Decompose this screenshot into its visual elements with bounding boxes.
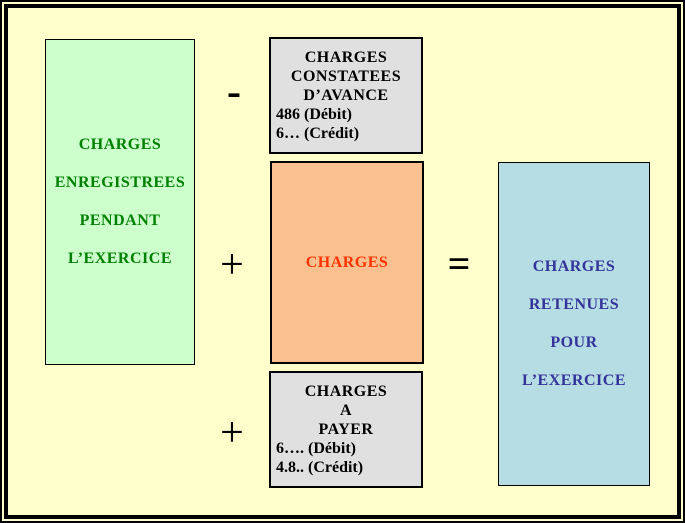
charges-a-payer-box: CHARGES A PAYER 6…. (Débit) 4.8.. (Crédi… [269,371,423,488]
plus-operator-top: + [220,242,244,288]
account-credit-line: 4.8.. (Crédit) [276,459,364,476]
box-line: RETENUES [528,296,620,313]
box-title-line: D’AVANCE [303,87,389,104]
box-title-line: PAYER [318,421,374,438]
account-debit-line: 6…. (Débit) [276,440,356,457]
box-line: POUR [550,334,598,351]
box-label: CHARGES [305,253,389,271]
box-title-line: CONSTATEES [290,68,402,85]
box-line: ENREGISTREES [54,174,186,191]
box-title-line: A [339,402,353,419]
plus-operator-bottom: + [220,410,244,456]
diagram-stage: CHARGES ENREGISTREES PENDANT L’EXERCICE … [12,12,673,511]
charges-constatees-davance-box: CHARGES CONSTATEES D’AVANCE 486 (Débit) … [269,37,423,154]
box-line: PENDANT [79,212,161,229]
equals-operator: = [447,241,471,286]
account-debit-line: 486 (Débit) [276,106,352,123]
minus-operator: - [227,69,241,115]
charges-box: CHARGES [270,161,424,364]
box-line: L’EXERCICE [522,372,626,389]
account-credit-line: 6… (Crédit) [276,125,360,142]
box-title-line: CHARGES [304,383,388,400]
box-line: L’EXERCICE [68,250,172,267]
charges-enregistrees-box: CHARGES ENREGISTREES PENDANT L’EXERCICE [45,39,195,365]
frame-inner-border: CHARGES ENREGISTREES PENDANT L’EXERCICE … [4,4,681,519]
box-line: CHARGES [78,136,162,153]
box-title-line: CHARGES [304,49,388,66]
charges-retenues-box: CHARGES RETENUES POUR L’EXERCICE [498,162,650,486]
box-line: CHARGES [532,258,616,275]
